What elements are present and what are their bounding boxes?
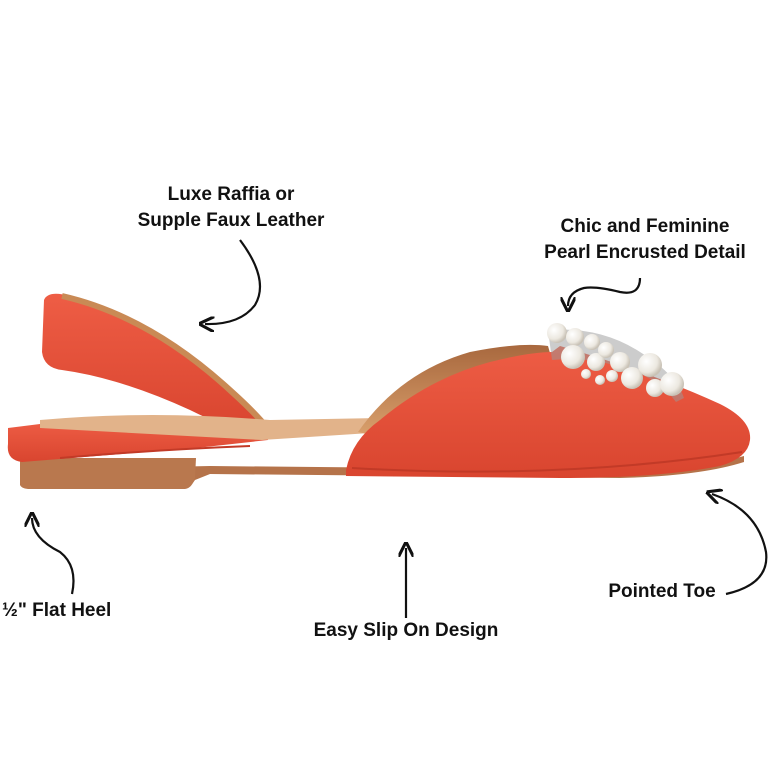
pearl-brooch: [547, 323, 684, 402]
callout-toe-text: Pointed Toe: [608, 581, 716, 602]
callout-heel: ½" Flat Heel: [2, 598, 111, 624]
callout-heel-text: ½" Flat Heel: [2, 600, 112, 621]
arrow-detail: [568, 277, 642, 306]
slingback-strap: [42, 293, 268, 430]
callout-material-line1: Luxe Raffia or: [167, 184, 295, 205]
arrow-toe: [712, 494, 768, 596]
callout-material-line2: Supple Faux Leather: [137, 210, 325, 231]
arrow-heel: [32, 518, 75, 595]
vamp: [346, 346, 751, 478]
heel-block: [20, 458, 196, 489]
callout-detail-line1: Chic and Feminine: [560, 216, 730, 237]
insole: [40, 415, 386, 440]
callout-detail: Chic and Feminine Pearl Encrusted Detail: [522, 214, 768, 266]
callout-material: Luxe Raffia or Supple Faux Leather: [116, 182, 346, 234]
callout-toe: Pointed Toe: [598, 579, 726, 605]
arrow-material: [205, 239, 262, 324]
callout-slip-on-text: Easy Slip On Design: [313, 620, 499, 641]
callout-detail-line2: Pearl Encrusted Detail: [544, 242, 746, 263]
callout-slip-on: Easy Slip On Design: [298, 618, 514, 644]
shoe: [7, 293, 751, 489]
